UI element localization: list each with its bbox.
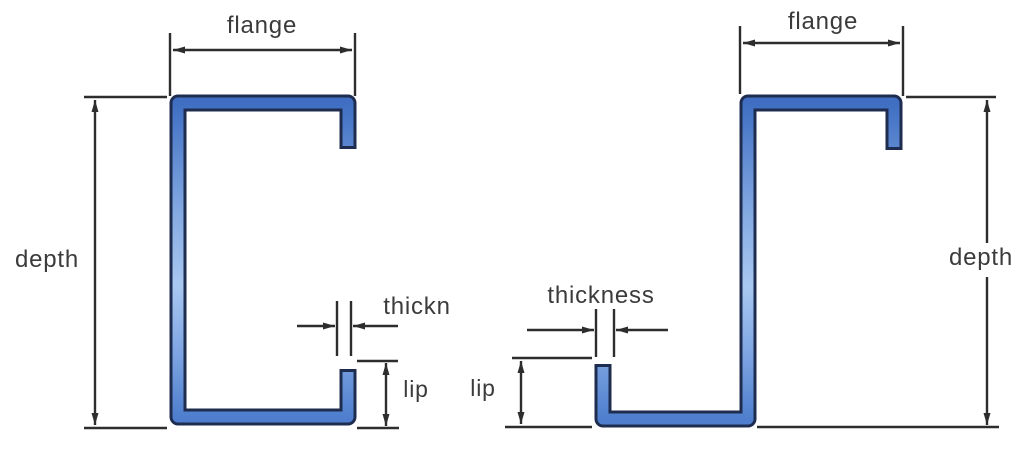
c-lip-label: lip — [403, 376, 429, 402]
c-flange-label: flange — [226, 12, 298, 39]
c-section-profile — [169, 94, 357, 426]
z-depth-label: depth — [948, 244, 1014, 271]
z-section-body — [597, 97, 900, 425]
c-section-body — [172, 97, 354, 423]
c-thickness-label: thickn — [383, 293, 451, 320]
c-section-dimensions — [84, 33, 399, 430]
z-section-profile — [594, 94, 903, 428]
z-section-dimensions — [505, 26, 999, 429]
z-thickness-label: thickness — [547, 282, 655, 309]
z-lip-label: lip — [470, 375, 496, 401]
c-section-outline — [169, 94, 357, 426]
c-depth-label: depth — [14, 246, 80, 273]
z-flange-label: flange — [787, 8, 859, 35]
